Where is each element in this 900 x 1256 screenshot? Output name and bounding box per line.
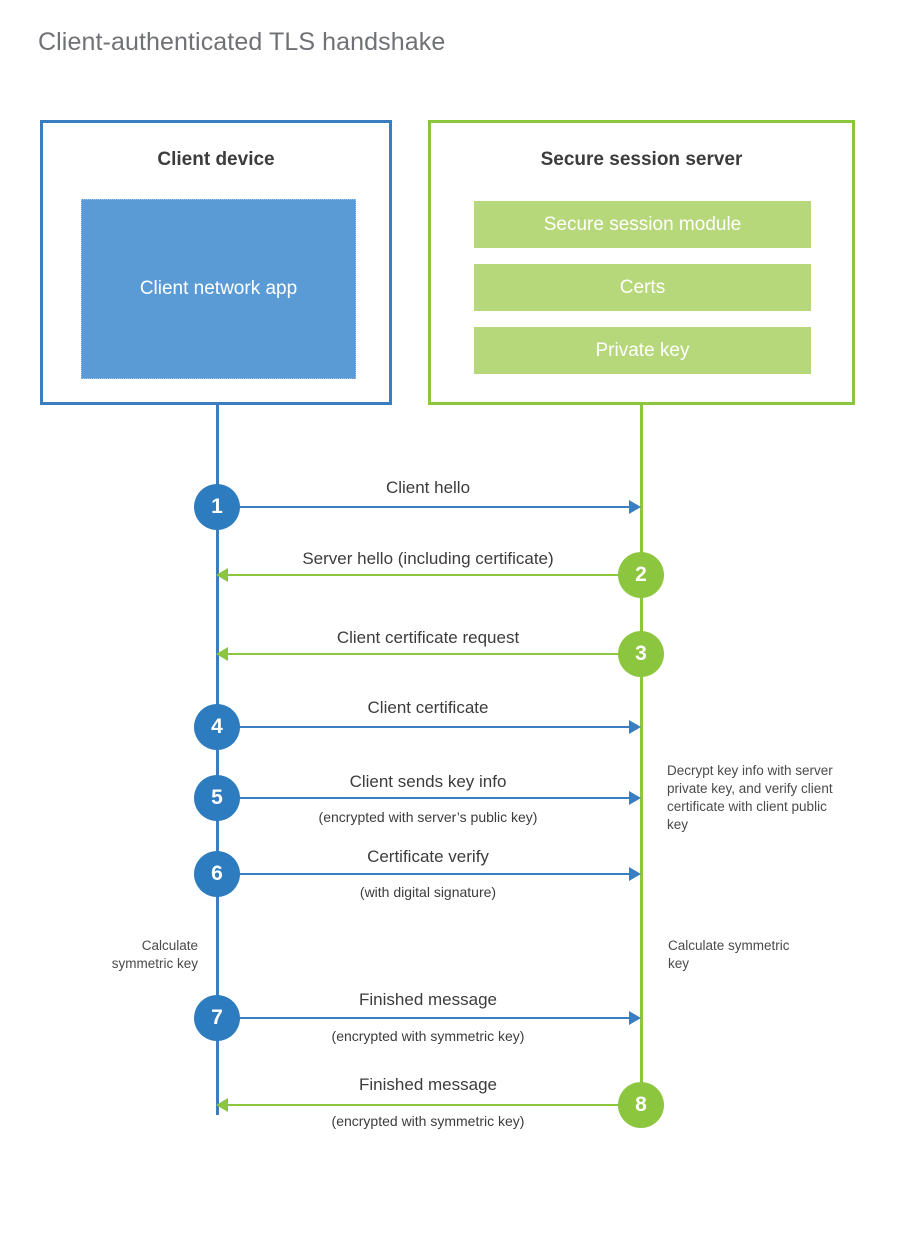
message-5-label: Client sends key info xyxy=(349,772,507,791)
note-calculate-symmetric-key-client: Calculate symmetric key xyxy=(111,938,198,971)
message-8-line xyxy=(228,1104,642,1106)
server-module-private-key: Private key xyxy=(474,327,811,374)
message-6-line xyxy=(217,873,629,875)
message-4-arrowhead xyxy=(629,720,641,734)
step-badge-4[interactable]: 4 xyxy=(194,704,240,750)
step-badge-7[interactable]: 7 xyxy=(194,995,240,1041)
note-decrypt-key-info: Decrypt key info with server private key… xyxy=(667,763,833,832)
client-lifeline xyxy=(216,403,219,1115)
client-network-app-block: Client network app xyxy=(81,199,356,379)
step-badge-8[interactable]: 8 xyxy=(618,1082,664,1128)
message-8-sublabel: (encrypted with symmetric key) xyxy=(331,1113,525,1129)
server-module-certs: Certs xyxy=(474,264,811,311)
message-1-arrowhead xyxy=(629,500,641,514)
step-badge-5[interactable]: 5 xyxy=(194,775,240,821)
client-network-app-label: Client network app xyxy=(139,278,298,299)
step-badge-6[interactable]: 6 xyxy=(194,851,240,897)
message-7-arrowhead xyxy=(629,1011,641,1025)
client-device-box: Client device Client network app xyxy=(40,120,392,405)
message-1-line xyxy=(217,506,629,508)
message-7-label: Finished message xyxy=(359,990,497,1009)
message-5-arrowhead xyxy=(629,791,641,805)
message-1-label: Client hello xyxy=(385,478,471,497)
message-4-line xyxy=(217,726,629,728)
message-3-arrowhead xyxy=(216,647,228,661)
step-badge-3[interactable]: 3 xyxy=(618,631,664,677)
message-6-sublabel: (with digital signature) xyxy=(359,884,497,900)
secure-session-server-box: Secure session server Secure session mod… xyxy=(428,120,855,405)
message-8-label: Finished message xyxy=(359,1075,497,1094)
message-2-arrowhead xyxy=(216,568,228,582)
message-7-sublabel: (encrypted with symmetric key) xyxy=(331,1028,525,1044)
page-title: Client-authenticated TLS handshake xyxy=(38,28,446,56)
step-badge-2[interactable]: 2 xyxy=(618,552,664,598)
message-2-line xyxy=(228,574,642,576)
message-6-arrowhead xyxy=(629,867,641,881)
message-7-line xyxy=(217,1017,629,1019)
server-module-secure-session-module: Secure session module xyxy=(474,201,811,248)
message-6-label: Certificate verify xyxy=(367,847,489,866)
step-badge-1[interactable]: 1 xyxy=(194,484,240,530)
server-lifeline xyxy=(640,403,643,1105)
client-device-title: Client device xyxy=(157,149,275,170)
message-3-line xyxy=(228,653,642,655)
message-8-arrowhead xyxy=(216,1098,228,1112)
message-5-sublabel: (encrypted with server’s public key) xyxy=(318,809,538,825)
message-3-label: Client certificate request xyxy=(336,628,520,647)
message-2-label: Server hello (including certificate) xyxy=(302,549,554,568)
secure-session-server-title: Secure session server xyxy=(540,149,743,170)
message-5-line xyxy=(217,797,629,799)
message-4-label: Client certificate xyxy=(367,698,489,717)
note-calculate-symmetric-key-server: Calculate symmetric key xyxy=(668,938,790,971)
